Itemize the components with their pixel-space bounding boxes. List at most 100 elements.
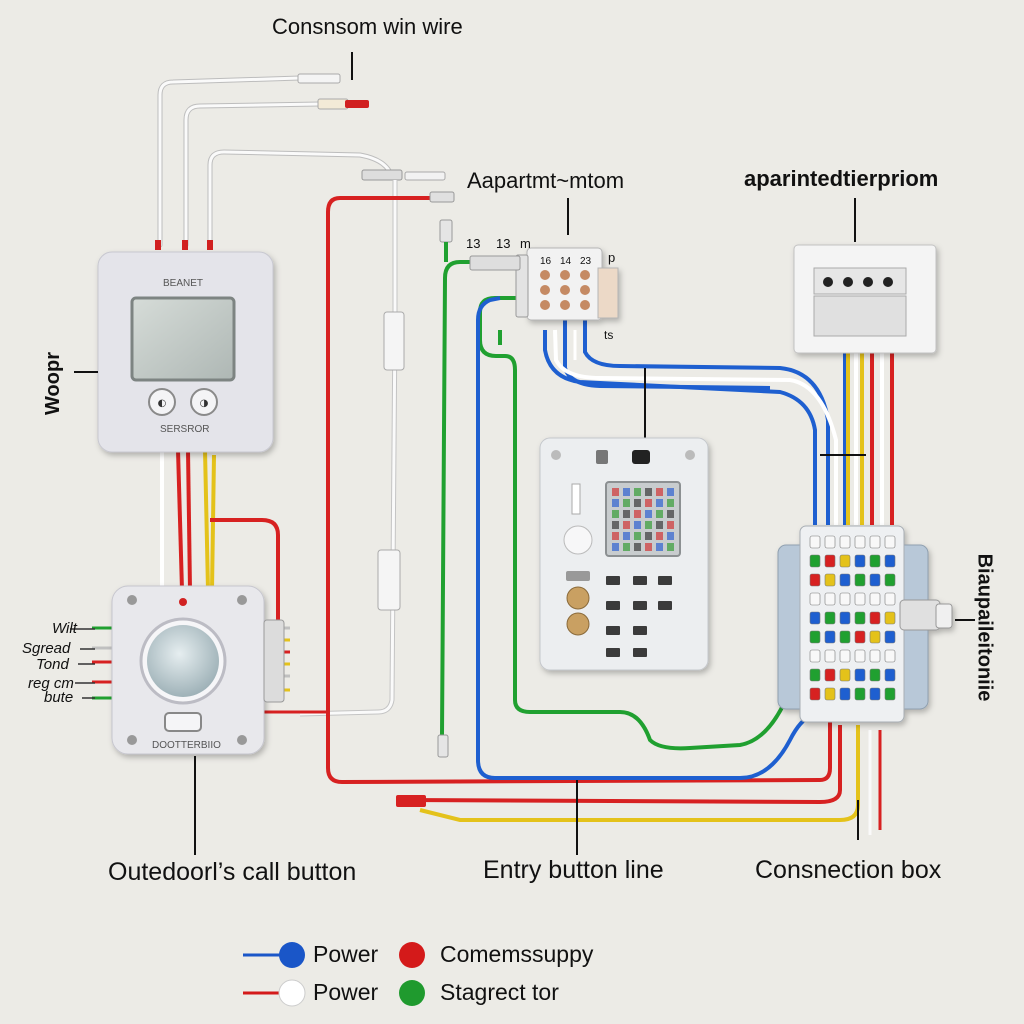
red-main-wire bbox=[326, 196, 832, 785]
svg-text:◑: ◑ bbox=[200, 398, 209, 409]
legend-label-1: Power bbox=[313, 941, 379, 967]
legend-dot-blue bbox=[279, 942, 305, 968]
apartment-module-label: Aapartmt~mtom bbox=[467, 168, 625, 193]
entry-button-line-label: Entry button line bbox=[483, 856, 664, 884]
module-number-4: p bbox=[608, 250, 616, 265]
screen-cell bbox=[634, 543, 641, 551]
top-wire-label: Consnsom win wire bbox=[272, 14, 463, 39]
terminal-block bbox=[869, 649, 881, 663]
apartment-module bbox=[526, 247, 619, 321]
terminal-block bbox=[809, 535, 821, 549]
connector-tip bbox=[404, 171, 446, 181]
terminal-block bbox=[809, 687, 821, 701]
screen-cell bbox=[645, 499, 652, 507]
screen-cell bbox=[612, 532, 619, 540]
screen-cell bbox=[656, 510, 663, 518]
outdoor-left-stubs bbox=[92, 626, 115, 700]
left-label-4: reg cm bbox=[28, 675, 74, 692]
terminal-block bbox=[839, 573, 851, 587]
monitor-to-outdoor-wires bbox=[160, 449, 280, 620]
terminal-block bbox=[869, 668, 881, 682]
legend-swatches bbox=[243, 942, 425, 1007]
module-number-5: ts bbox=[604, 328, 614, 342]
legend-label-3: Power bbox=[313, 979, 379, 1005]
terminal-block bbox=[854, 649, 866, 663]
terminal-block bbox=[839, 611, 851, 625]
terminal-block bbox=[869, 592, 881, 606]
screen-cell bbox=[612, 543, 619, 551]
terminal-block bbox=[854, 554, 866, 568]
terminal-block bbox=[824, 573, 836, 587]
screen-cell bbox=[634, 488, 641, 496]
left-label-1: Wilt bbox=[52, 620, 77, 637]
terminal-block bbox=[884, 554, 896, 568]
left-label-5: bute bbox=[44, 689, 74, 706]
terminal-block bbox=[809, 668, 821, 682]
terminal-block bbox=[884, 668, 896, 682]
terminal-block bbox=[824, 611, 836, 625]
green-wires bbox=[440, 260, 812, 751]
apartment-panel-label: aparintedtierpriom bbox=[744, 166, 939, 191]
connector-tip bbox=[361, 169, 403, 181]
terminal-block bbox=[854, 668, 866, 682]
connection-box-terminals bbox=[809, 535, 896, 701]
legend-label-2: Comemssuppy bbox=[440, 941, 594, 967]
terminal-block bbox=[839, 649, 851, 663]
terminal-block bbox=[839, 687, 851, 701]
terminal-block bbox=[884, 630, 896, 644]
left-side-label: Woopr bbox=[41, 352, 64, 415]
screen-cell bbox=[612, 488, 619, 496]
inline-clip bbox=[383, 311, 405, 371]
terminal-block bbox=[824, 592, 836, 606]
terminal-block bbox=[839, 630, 851, 644]
screen-cell bbox=[645, 488, 652, 496]
screen-cell bbox=[667, 543, 674, 551]
terminal-block bbox=[854, 687, 866, 701]
terminal-block bbox=[824, 649, 836, 663]
screen-cell bbox=[667, 532, 674, 540]
screen-cell bbox=[645, 532, 652, 540]
terminal-block bbox=[839, 668, 851, 682]
screen-cell bbox=[612, 499, 619, 507]
terminal-block bbox=[824, 630, 836, 644]
terminal-number-3: 23 bbox=[580, 256, 592, 267]
terminal-block bbox=[824, 687, 836, 701]
connector-tip bbox=[345, 100, 369, 108]
terminal-block bbox=[884, 649, 896, 663]
screen-cell bbox=[623, 521, 630, 529]
screen-cell bbox=[634, 532, 641, 540]
intercom-keypad bbox=[539, 437, 709, 671]
screen-cell bbox=[623, 532, 630, 540]
terminal-block bbox=[839, 554, 851, 568]
terminal-block bbox=[854, 573, 866, 587]
screen-cell bbox=[634, 521, 641, 529]
terminal-block bbox=[809, 630, 821, 644]
outdoor-call-button-label: Outedoorl’s call button bbox=[108, 858, 357, 886]
monitor-bottom-text: SERSROR bbox=[160, 424, 210, 435]
screen-cell bbox=[612, 521, 619, 529]
terminal-block bbox=[839, 592, 851, 606]
screen-cell bbox=[667, 499, 674, 507]
right-panel-wires bbox=[846, 330, 894, 525]
screen-cell bbox=[634, 510, 641, 518]
terminal-block bbox=[884, 592, 896, 606]
connector-tip bbox=[297, 73, 341, 84]
terminal-block bbox=[884, 573, 896, 587]
terminal-block bbox=[839, 535, 851, 549]
left-label-2: Sgread bbox=[22, 640, 71, 657]
monitor-top-text: BEANET bbox=[163, 278, 204, 289]
screen-cell bbox=[656, 532, 663, 540]
module-number-2: 13 bbox=[496, 236, 511, 251]
terminal-block bbox=[884, 687, 896, 701]
blue-wires bbox=[476, 296, 830, 780]
screen-cell bbox=[645, 521, 652, 529]
connection-box-label: Consnection box bbox=[755, 856, 942, 884]
screen-cell bbox=[612, 510, 619, 518]
screen-cell bbox=[656, 488, 663, 496]
legend-label-4: Stagrect tor bbox=[440, 979, 559, 1005]
module-number-3: m bbox=[520, 236, 531, 251]
screen-cell bbox=[656, 499, 663, 507]
terminal-block bbox=[869, 554, 881, 568]
terminal-block bbox=[869, 535, 881, 549]
